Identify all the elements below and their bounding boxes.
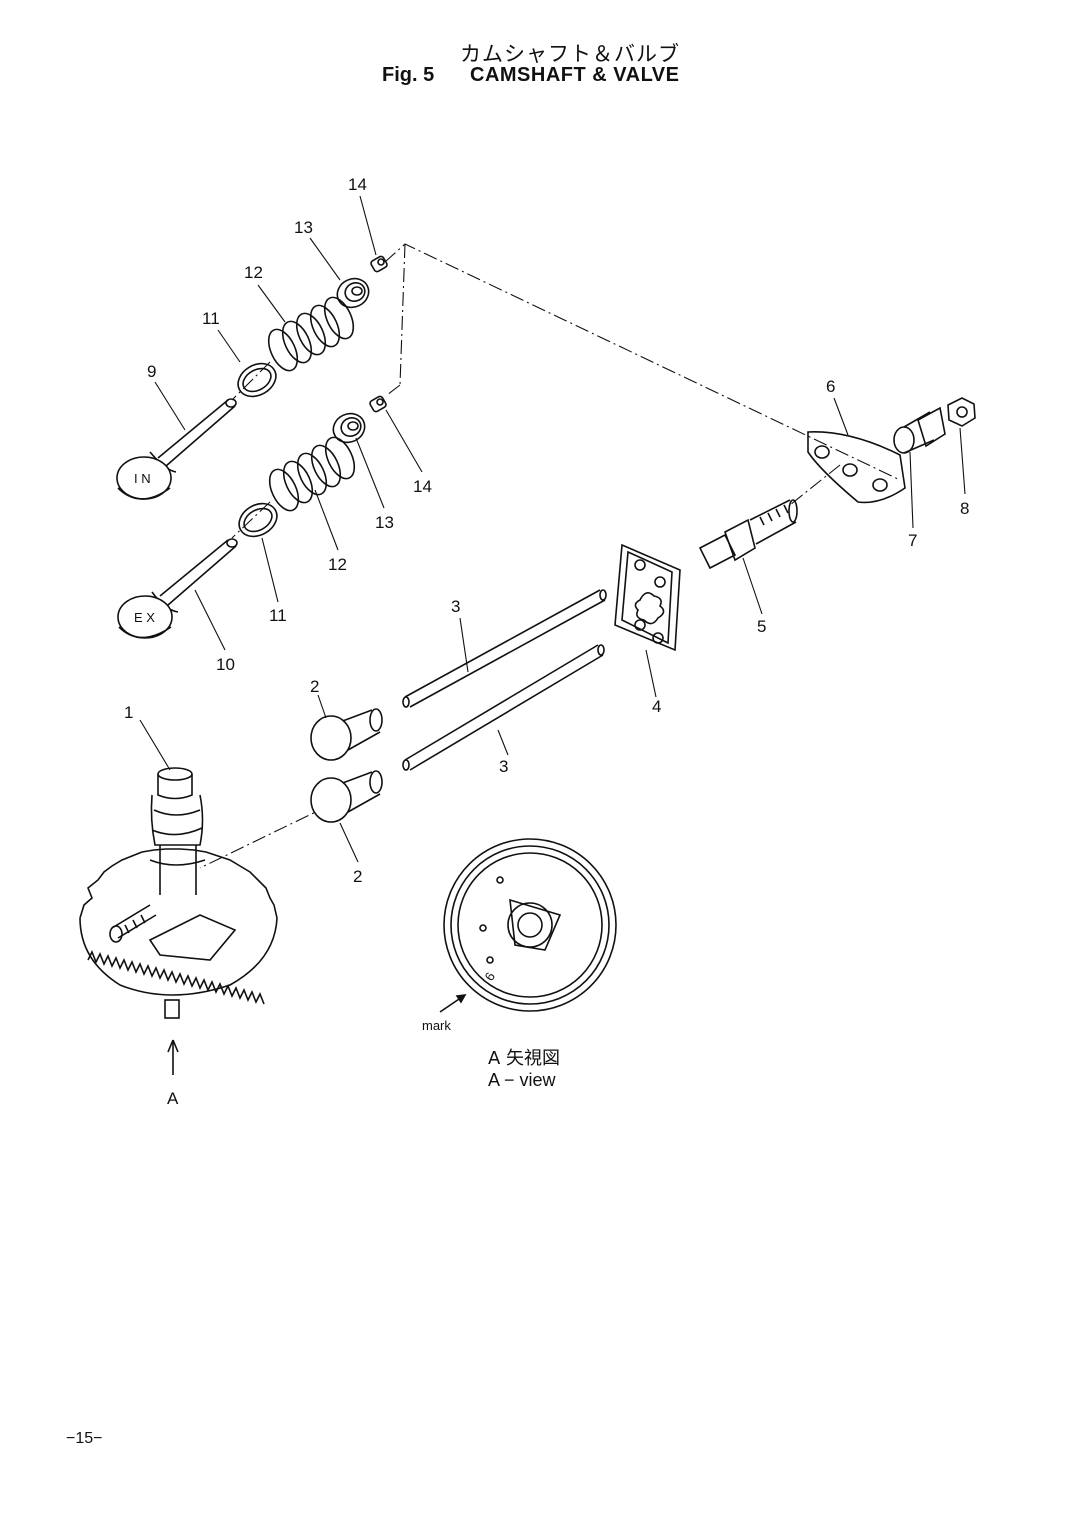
callout-3-lower: 3 (499, 757, 508, 776)
spring-washer-upper (237, 362, 277, 398)
callout-3-upper: 3 (451, 597, 460, 616)
valve-collet-upper (370, 255, 388, 273)
view-arrow-label: A (167, 1089, 179, 1108)
rocker-arm-stud (698, 499, 798, 570)
push-rod-lower (402, 644, 605, 771)
assembly-lines (199, 243, 901, 869)
intake-valve: I N (116, 398, 237, 500)
tappet-lower (310, 770, 383, 823)
figure-title-english: CAMSHAFT & VALVE (470, 64, 680, 86)
mark-label: mark (422, 1018, 451, 1033)
callout-11-lower: 11 (269, 606, 287, 625)
callout-14-upper: 14 (348, 175, 367, 194)
spring-retainer-upper (336, 277, 370, 309)
callout-13-lower: 13 (375, 513, 394, 532)
tappet-upper (310, 708, 383, 761)
figure-number: Fig. 5 (382, 64, 435, 86)
callout-2-lower: 2 (353, 867, 362, 886)
callout-10: 10 (216, 655, 235, 674)
push-rod-upper (402, 589, 607, 708)
camshaft-gear (79, 848, 278, 1019)
callout-14-lower: 14 (413, 477, 432, 496)
rocker-adjuster (893, 406, 946, 454)
exhaust-valve: E X (117, 538, 238, 639)
callout-12-upper: 12 (244, 263, 263, 282)
valve-spring-upper (267, 296, 355, 372)
spring-washer-lower (238, 502, 278, 538)
a-view-caption-japanese: A 矢視図 (488, 1048, 561, 1069)
exhaust-mark: E X (134, 610, 155, 625)
callout-9: 9 (147, 362, 156, 381)
callout-1: 1 (124, 703, 133, 722)
callout-12-lower: 12 (328, 555, 347, 574)
intake-mark: I N (134, 471, 151, 486)
callout-leaders (139, 195, 966, 863)
lock-nut (947, 397, 976, 427)
valve-spring-lower (268, 436, 356, 512)
callout-8: 8 (960, 499, 969, 518)
view-arrow-a (167, 1039, 179, 1075)
camshaft (149, 767, 206, 895)
a-view-caption-english: A − view (488, 1070, 556, 1090)
callout-numbers: 1 2 2 3 3 4 5 6 7 8 9 10 11 11 12 12 13 … (124, 175, 969, 1108)
push-rod-guide-plate (614, 543, 681, 652)
mark-arrow (439, 994, 467, 1013)
callout-13-upper: 13 (294, 218, 313, 237)
callout-6: 6 (826, 377, 835, 396)
figure-title-japanese: カムシャフト＆バルブ (460, 42, 680, 66)
callout-5: 5 (757, 617, 766, 636)
callout-2-upper: 2 (310, 677, 319, 696)
valve-collet-lower (369, 395, 387, 413)
callout-4: 4 (652, 697, 661, 716)
page-number: −15− (66, 1430, 103, 1447)
callout-7: 7 (908, 531, 917, 550)
callout-11-upper: 11 (202, 309, 220, 328)
camshaft-gear-a-view: 6 (443, 838, 617, 1012)
spring-retainer-lower (332, 412, 366, 444)
rocker-arm (807, 431, 906, 504)
